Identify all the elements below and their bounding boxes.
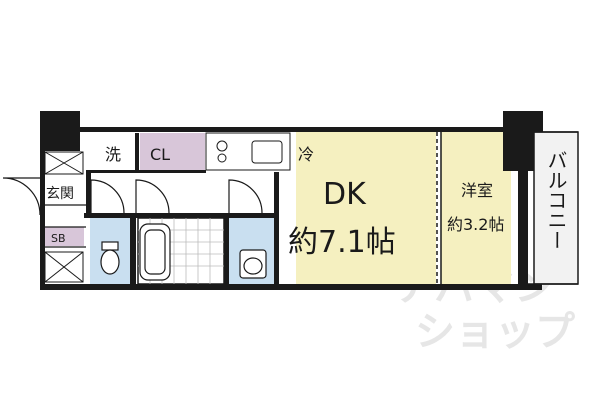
western-floor [441,130,511,286]
wall-top [80,127,503,132]
wall-hall-left [86,172,91,213]
wall-right [518,171,528,290]
room-labels: 洗 CL 冷 玄関 SB DK 約7.1帖 洋室 約3.2帖 [46,145,504,260]
wall-bath-right [224,213,229,288]
western-name: 洋室 [461,181,493,200]
hall-door [90,179,125,214]
stove-burner [216,140,228,152]
washroom-door [228,179,263,214]
toilet-fixture [100,241,120,275]
washer-label: 洗 [105,145,121,164]
kitchen-fixtures [205,132,291,171]
western-area: 約3.2帖 [447,215,504,234]
watermark-line2: ショップ [415,309,575,355]
entrance-door [2,177,41,216]
bathtub [139,223,171,281]
stove-burner-2 [217,153,227,163]
toilet-door [135,179,170,214]
wall-closet-divider [135,133,139,172]
wall-left [40,145,45,290]
balcony-area [533,131,579,285]
doors [2,177,263,216]
wall-upper-row [86,170,206,173]
walls [40,111,543,290]
dk-floor [296,130,436,286]
closet-label: CL [150,145,170,164]
shoe-box-label: SB [51,232,66,245]
balcony-label: バルコニー [544,150,568,250]
wall-washroom-right [274,172,279,288]
balcony: バルコニー [528,131,579,285]
partitions [42,132,442,284]
entrance-label: 玄関 [46,185,74,202]
wall-column-left [40,111,80,151]
sink [251,140,283,164]
wall-mid-horizontal [84,213,279,218]
wall-toilet-right [130,213,136,288]
wall-bottom [40,284,542,290]
closet-floor [140,133,205,170]
fridge-label: 冷 [298,145,314,164]
dk-area: 約7.1帖 [288,225,396,260]
dk-name: DK [323,177,367,212]
shoe-box-floor [42,227,84,246]
entrance-storage [44,151,84,283]
wash-basin [239,249,267,279]
